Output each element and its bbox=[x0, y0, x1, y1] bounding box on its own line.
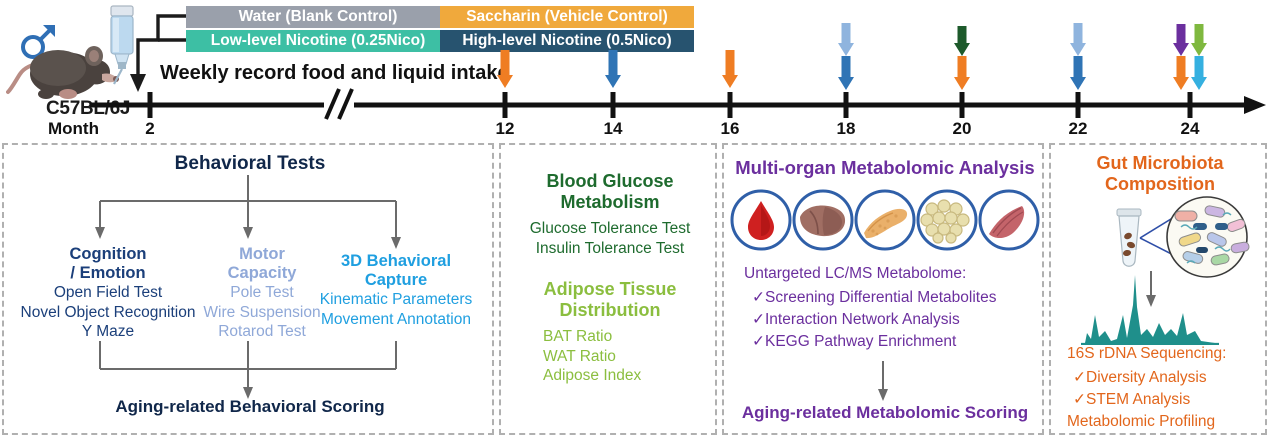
panel-behavioral-tests: Behavioral Tests Cognition / Emotion Ope… bbox=[2, 143, 494, 435]
column-items: Kinematic Parameters Movement Annotation bbox=[319, 291, 473, 328]
behavior-panel-title: Behavioral Tests bbox=[174, 153, 326, 174]
tick-label-month-2: 2 bbox=[145, 119, 155, 138]
column-items: Open Field Test Novel Object Recognition… bbox=[20, 284, 196, 340]
blood-glucose-title: Blood Glucose Metabolism bbox=[546, 171, 674, 212]
metabolomic-outcome-label: Aging-related Metabolomic Scoring bbox=[741, 403, 1029, 422]
behavior-column-3d-capture: 3D Behavioral Capture Kinematic Paramete… bbox=[320, 252, 472, 329]
behavior-light-arrow bbox=[1070, 23, 1086, 56]
column-heading: Cognition / Emotion bbox=[69, 245, 147, 282]
glucose-arrow bbox=[954, 26, 970, 56]
checklist-item: ✓STEM Analysis bbox=[1073, 391, 1191, 408]
legend-low-nicotine: Low-level Nicotine (0.25Nico) bbox=[186, 30, 450, 52]
check-icon: ✓ bbox=[752, 289, 765, 306]
microbiota-panel-title: Gut Microbiota Composition bbox=[1096, 153, 1224, 194]
microbiota-arrow bbox=[1173, 56, 1189, 90]
mouse-icon bbox=[6, 46, 119, 99]
legend-high-nicotine: High-level Nicotine (0.5Nico) bbox=[440, 30, 694, 52]
behavior-column-cognition: Cognition / Emotion Open Field Test Nove… bbox=[21, 245, 196, 342]
axis-break-slash bbox=[324, 88, 341, 120]
panel-blood-glucose-adipose: Blood Glucose Metabolism Glucose Toleran… bbox=[499, 143, 717, 435]
axis-break-gap bbox=[324, 102, 354, 108]
column-heading: 3D Behavioral Capture bbox=[340, 252, 452, 289]
metabolomic-lead-text: Untargeted LC/MS Metabolome: bbox=[744, 265, 967, 282]
metabolism-arrow bbox=[605, 50, 621, 88]
tick-label-month-12: 12 bbox=[495, 119, 515, 138]
tick-label-month-16: 16 bbox=[720, 119, 740, 138]
legend-water-group: Water (Blank Control) bbox=[186, 6, 450, 28]
microbiota-graphic bbox=[1081, 196, 1250, 345]
saccharin-arrow bbox=[954, 56, 970, 90]
tick-label-month-20: 20 bbox=[952, 119, 972, 138]
capture-arrow bbox=[1191, 56, 1207, 90]
check-icon: ✓ bbox=[752, 333, 765, 350]
check-icon: ✓ bbox=[752, 311, 765, 328]
checklist-item: ✓Screening Differential Metabolites bbox=[752, 289, 997, 306]
weekly-record-note: Weekly record food and liquid intake bbox=[160, 62, 509, 84]
microbiota-checklist: ✓Diversity Analysis ✓STEM Analysis bbox=[1073, 367, 1207, 411]
checklist-item: ✓KEGG Pathway Enrichment bbox=[752, 333, 957, 350]
behavior-flow-arrows bbox=[95, 175, 401, 399]
microbiota-lead-text: 16S rDNA Sequencing: bbox=[1067, 345, 1227, 362]
microbiota-footer-text: Metabolomic Profiling bbox=[1067, 413, 1216, 430]
study-timeline-section: C57BL/6J Water (Blank Control) Low-level… bbox=[0, 0, 1269, 140]
tick-label-month-22: 22 bbox=[1068, 119, 1088, 138]
axis-arrowhead bbox=[1244, 96, 1266, 114]
adipose-tissue-items: BAT Ratio WAT Ratio Adipose Index bbox=[543, 328, 642, 384]
column-heading: Motor Capacity bbox=[227, 245, 297, 282]
axis-break-slash bbox=[337, 88, 354, 120]
panel-multi-organ-metabolomics: Multi-organ Metabolomic Analysis bbox=[722, 143, 1044, 435]
metabolomic-flow-arrow bbox=[878, 361, 888, 401]
blood-glucose-items: Glucose Tolerance Test Insulin Tolerance… bbox=[529, 220, 691, 257]
metabolomic-arrow bbox=[1173, 24, 1189, 56]
column-items: Pole Test Wire Suspension Rotarod Test bbox=[203, 284, 321, 340]
saccharin-arrow bbox=[497, 50, 513, 88]
tick-label-month-18: 18 bbox=[836, 119, 856, 138]
behavior-column-motor: Motor Capacity Pole Test Wire Suspension… bbox=[203, 245, 320, 342]
timeline-axis bbox=[90, 23, 1266, 120]
checklist-item: ✓Diversity Analysis bbox=[1073, 369, 1207, 386]
water-bottle-icon bbox=[110, 5, 134, 85]
panel-gut-microbiota: Gut Microbiota Composition bbox=[1049, 143, 1267, 435]
axis-label-month: Month bbox=[48, 119, 99, 138]
group-fork-connector bbox=[130, 14, 186, 92]
bacteria-magnifier-icon bbox=[1166, 196, 1250, 278]
check-icon: ✓ bbox=[1073, 369, 1086, 386]
check-icon: ✓ bbox=[1073, 391, 1086, 408]
metabolomic-checklist: ✓Screening Differential Metabolites ✓Int… bbox=[752, 287, 996, 353]
legend-saccharin-group: Saccharin (Vehicle Control) bbox=[440, 6, 694, 28]
male-symbol-icon bbox=[21, 25, 55, 59]
adipose-arrow bbox=[1191, 24, 1207, 56]
tick-label-month-24: 24 bbox=[1180, 119, 1200, 138]
tick-label-month-14: 14 bbox=[603, 119, 623, 138]
metabolomic-panel-title: Multi-organ Metabolomic Analysis bbox=[735, 157, 1035, 178]
saccharin-arrow bbox=[722, 50, 738, 88]
metabolism-arrow bbox=[838, 56, 854, 90]
fecal-tube-icon bbox=[1116, 208, 1142, 267]
behavior-outcome-label: Aging-related Behavioral Scoring bbox=[115, 397, 385, 416]
checklist-item: ✓Interaction Network Analysis bbox=[752, 311, 960, 328]
metabolism-arrow bbox=[1070, 56, 1086, 90]
organ-icon-row bbox=[730, 189, 1040, 251]
adipose-tissue-title: Adipose Tissue Distribution bbox=[543, 279, 677, 320]
chromatogram-icon bbox=[1081, 275, 1219, 345]
behavior-light-arrow bbox=[838, 23, 854, 56]
